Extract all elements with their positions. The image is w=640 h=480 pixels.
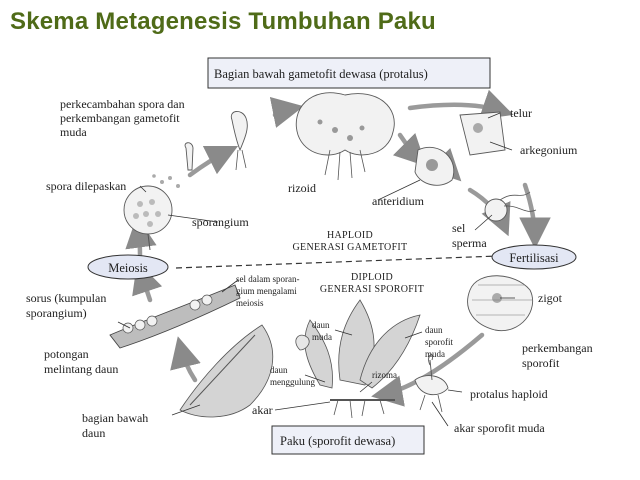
frond-illustration bbox=[179, 324, 274, 418]
antheridium-illustration bbox=[414, 146, 455, 186]
leaf-underside-label-line1: bagian bawah bbox=[82, 411, 148, 425]
fiddlehead-label-line1: daun bbox=[270, 365, 288, 375]
young-sporophyte-leaf-label-line1: daun bbox=[425, 325, 443, 335]
sporophyte-box-label: Paku (sporofit dewasa) bbox=[280, 434, 395, 448]
spores-released-label: spora dilepaskan bbox=[46, 179, 126, 193]
zygote-label: zigot bbox=[538, 291, 563, 305]
meiosis-cells-label-line1: sel dalam sporan- bbox=[236, 274, 299, 284]
fertilisasi-oval: Fertilisasi bbox=[491, 244, 577, 270]
leaf-section-label-line1: potongan bbox=[44, 347, 89, 361]
meiosis-oval: Meiosis bbox=[87, 254, 169, 280]
leaf-section-label-line2: melintang daun bbox=[44, 362, 118, 376]
young-sporophyte-root-label: akar sporofit muda bbox=[454, 421, 545, 435]
sporangium-label: sporangium bbox=[192, 215, 249, 229]
sporophyte-development-label-line1: perkembangan bbox=[522, 341, 593, 355]
rhizome-label: rizoma bbox=[372, 370, 397, 380]
gametophyte-box-label: Bagian bawah gametofit dewasa (protalus) bbox=[214, 67, 428, 81]
sperm-label-line2: sperma bbox=[452, 236, 487, 250]
sporangium-illustration bbox=[123, 185, 173, 251]
germination-label-line3: muda bbox=[60, 125, 87, 139]
page-title: Skema Metagenesis Tumbuhan Paku bbox=[10, 8, 436, 35]
sporophyte-box: Paku (sporofit dewasa) bbox=[271, 425, 425, 455]
young-gametophyte-illustration bbox=[152, 111, 248, 188]
leaf-cross-section-illustration bbox=[109, 284, 241, 349]
haploid-label: HAPLOID bbox=[327, 230, 373, 241]
germination-label-line1: perkecambahan spora dan bbox=[60, 97, 185, 111]
meiosis-cells-label-line2: gium mengalami bbox=[236, 286, 297, 296]
sporophyte-generation-label: GENERASI SPOROFIT bbox=[320, 284, 424, 295]
adult-sporophyte-illustration bbox=[295, 299, 421, 419]
leaf-underside-label-line2: daun bbox=[82, 426, 105, 440]
young-sporophyte-leaf-label-line2: sporofit bbox=[425, 337, 453, 347]
sperm-label-line1: sel bbox=[452, 221, 466, 235]
prothallus-illustration bbox=[295, 92, 395, 181]
haploid-diploid-divider bbox=[175, 255, 499, 269]
zygote-illustration bbox=[467, 275, 533, 332]
root-label: akar bbox=[252, 403, 273, 417]
archegonium-illustration bbox=[459, 111, 506, 156]
sorus-label-line1: sorus (kumpulan bbox=[26, 291, 106, 305]
gametophyte-box: Bagian bawah gametofit dewasa (protalus) bbox=[207, 57, 491, 89]
egg-label: telur bbox=[510, 106, 532, 120]
gametophyte-generation-label: GENERASI GAMETOFIT bbox=[293, 242, 408, 253]
fertilisasi-label: Fertilisasi bbox=[509, 251, 559, 265]
sporophyte-development-label-line2: sporofit bbox=[522, 356, 560, 370]
young-sporophyte-illustration bbox=[414, 354, 449, 413]
young-leaf-label-line2: muda bbox=[312, 332, 332, 342]
young-leaf-label-line1: daun bbox=[312, 320, 330, 330]
fiddlehead-label-line2: menggulung bbox=[270, 377, 315, 387]
haploid-prothallus-label: protalus haploid bbox=[470, 387, 548, 401]
leader-lines bbox=[117, 112, 515, 427]
diploid-label: DIPLOID bbox=[351, 272, 393, 283]
sorus-label-line2: sporangium) bbox=[26, 306, 87, 320]
germination-label-line2: perkembangan gametofit bbox=[60, 111, 180, 125]
sperm-illustration bbox=[484, 191, 537, 222]
antheridium-label: anteridium bbox=[372, 194, 425, 208]
rhizoid-label: rizoid bbox=[288, 181, 316, 195]
young-sporophyte-leaf-label-line3: muda bbox=[425, 349, 445, 359]
meiosis-label: Meiosis bbox=[108, 261, 148, 275]
archegonium-label: arkegonium bbox=[520, 143, 578, 157]
meiosis-cells-label-line3: meiosis bbox=[236, 298, 264, 308]
